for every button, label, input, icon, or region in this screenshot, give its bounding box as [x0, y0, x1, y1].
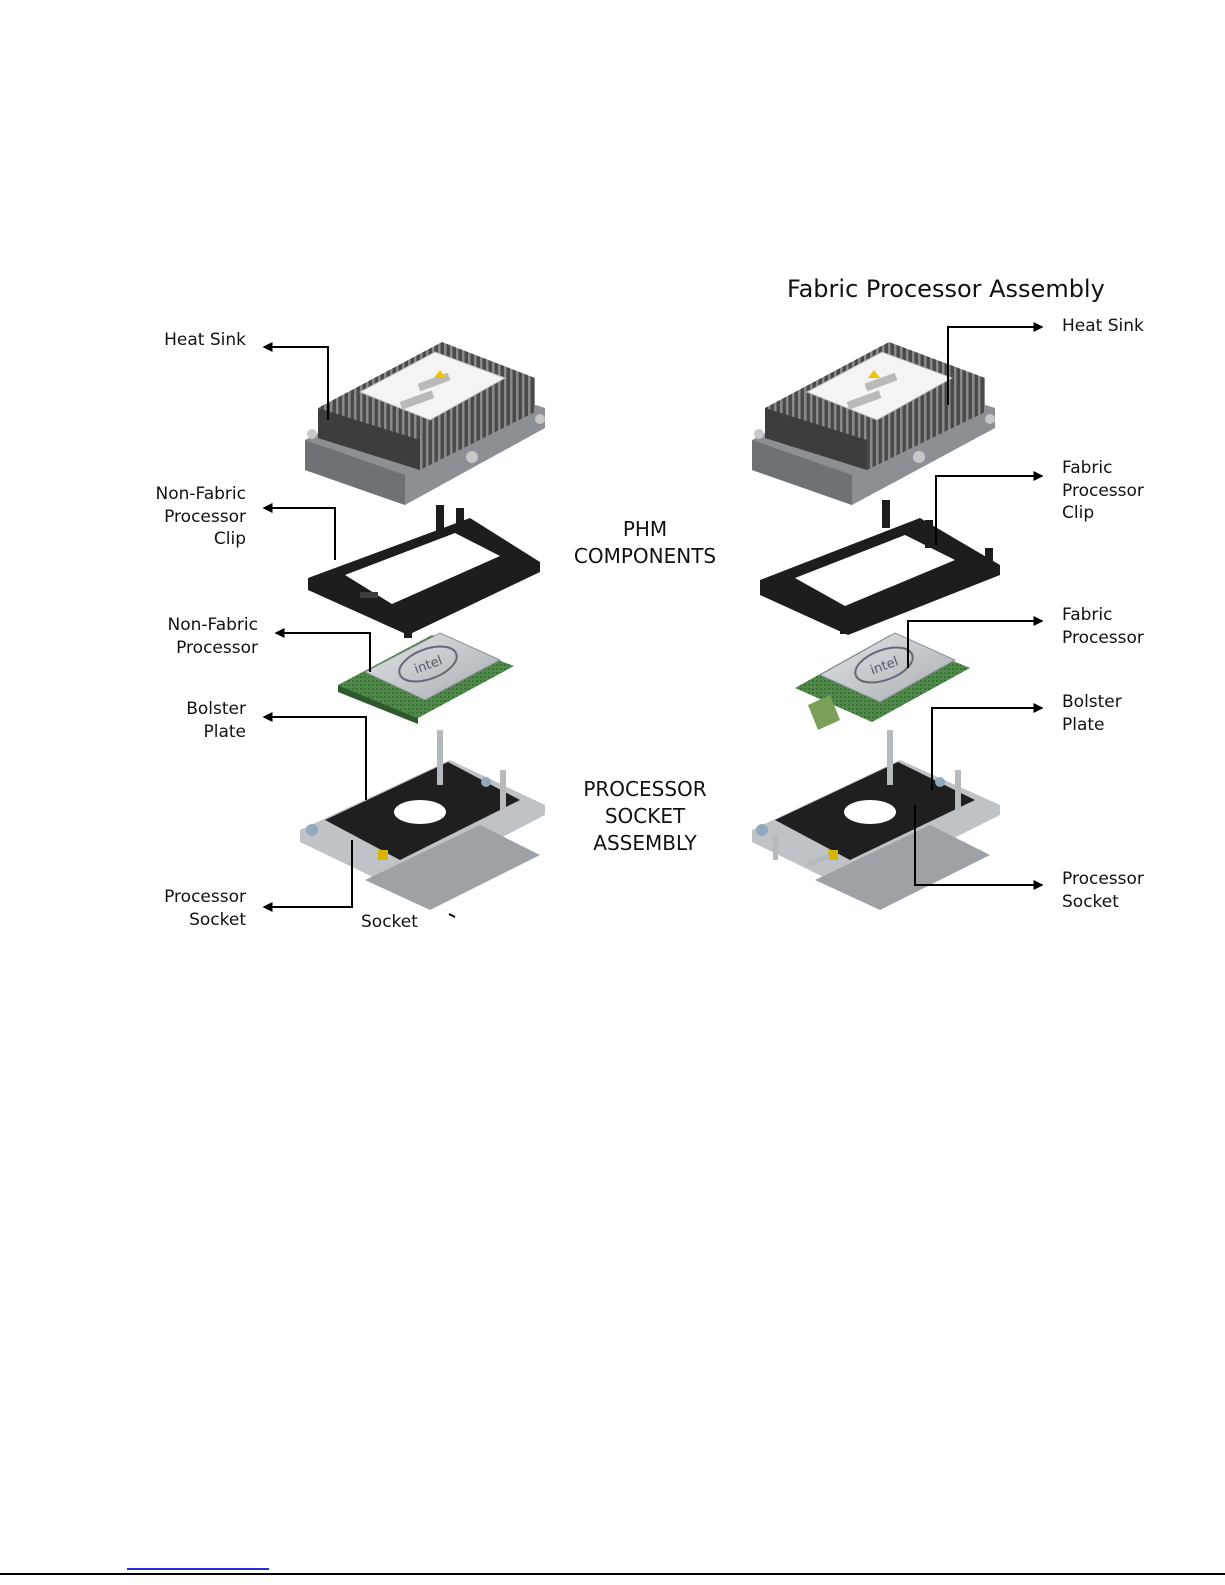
right-bolster-plate-and-socket — [752, 730, 1000, 910]
left-processor-arrow — [276, 633, 370, 672]
left-heat-sink — [305, 342, 545, 505]
left-bolster-arrow — [264, 717, 366, 800]
footer-rule — [0, 1573, 1225, 1575]
left-non-fabric-processor: intel — [338, 633, 514, 724]
right-fabric-clip — [760, 500, 1000, 635]
left-clip-arrow — [264, 508, 335, 560]
stray-tick-mark — [449, 914, 455, 917]
footer-link-underline — [127, 1568, 269, 1570]
right-fabric-processor: intel — [795, 633, 970, 730]
left-non-fabric-clip — [308, 505, 540, 638]
right-clip-arrow — [936, 476, 1042, 545]
left-bolster-plate-and-socket — [300, 730, 545, 910]
right-bolster-arrow — [932, 708, 1042, 790]
right-heat-sink — [752, 342, 995, 505]
